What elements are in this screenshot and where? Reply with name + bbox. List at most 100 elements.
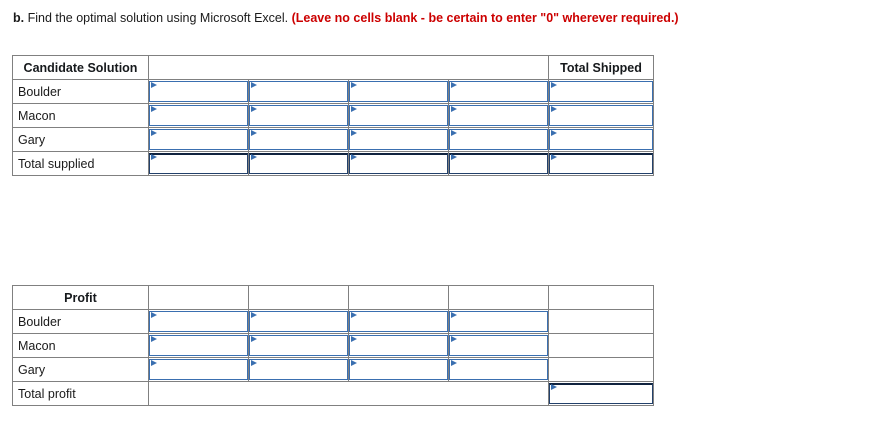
cell-profit-gary-3[interactable] [348,357,449,382]
input-boulder-2[interactable] [249,81,348,102]
input-wrap [349,129,448,150]
input-wrap [449,81,548,102]
input-profit-boulder-1[interactable] [149,311,248,332]
question-note: (Leave no cells blank - be certain to en… [291,11,679,25]
cell-profit-gary-2[interactable] [248,357,349,382]
cell-profit-boulder-3[interactable] [348,309,449,334]
input-profit-boulder-3[interactable] [349,311,448,332]
input-profit-gary-2[interactable] [249,359,348,380]
input-wrap [549,81,653,102]
input-boulder-total-shipped[interactable] [549,81,653,102]
cell-total-supplied-2[interactable] [248,151,349,176]
cell-macon-4[interactable] [448,103,549,128]
cell-profit-gary-blank [548,357,654,382]
input-wrap [549,105,653,126]
table-total-row: Total supplied [12,151,654,176]
input-profit-macon-4[interactable] [449,335,548,356]
cell-gary-4[interactable] [448,127,549,152]
header-profit: Profit [12,285,149,310]
cell-total-supplied-total-shipped[interactable] [548,151,654,176]
input-wrap [549,383,653,404]
input-boulder-4[interactable] [449,81,548,102]
input-total-supplied-2[interactable] [249,153,348,174]
cell-profit-macon-1[interactable] [148,333,249,358]
input-wrap [449,335,548,356]
input-wrap [449,153,548,174]
cell-macon-2[interactable] [248,103,349,128]
question-prompt: b. Find the optimal solution using Micro… [13,10,679,26]
input-wrap [449,311,548,332]
input-profit-gary-4[interactable] [449,359,548,380]
table-header-row: Profit [12,285,654,310]
cell-boulder-1[interactable] [148,79,249,104]
header-blank-1 [148,285,249,310]
cell-boulder-4[interactable] [448,79,549,104]
cell-total-supplied-4[interactable] [448,151,549,176]
input-profit-gary-1[interactable] [149,359,248,380]
input-wrap [249,311,348,332]
input-macon-total-shipped[interactable] [549,105,653,126]
cell-profit-boulder-blank [548,309,654,334]
cell-profit-macon-2[interactable] [248,333,349,358]
input-gary-4[interactable] [449,129,548,150]
cell-gary-total-shipped[interactable] [548,127,654,152]
input-boulder-1[interactable] [149,81,248,102]
input-gary-total-shipped[interactable] [549,129,653,150]
input-total-supplied-4[interactable] [449,153,548,174]
cell-macon-total-shipped[interactable] [548,103,654,128]
cell-profit-gary-4[interactable] [448,357,549,382]
cell-total-supplied-3[interactable] [348,151,449,176]
input-wrap [149,359,248,380]
input-profit-gary-3[interactable] [349,359,448,380]
cell-boulder-3[interactable] [348,79,449,104]
header-blank-3 [348,285,449,310]
input-macon-4[interactable] [449,105,548,126]
cell-gary-3[interactable] [348,127,449,152]
cell-profit-boulder-1[interactable] [148,309,249,334]
input-boulder-3[interactable] [349,81,448,102]
input-macon-2[interactable] [249,105,348,126]
cell-profit-boulder-2[interactable] [248,309,349,334]
input-total-supplied-1[interactable] [149,153,248,174]
cell-total-profit-value[interactable] [548,381,654,406]
input-wrap [249,335,348,356]
input-wrap [449,129,548,150]
input-gary-3[interactable] [349,129,448,150]
cell-boulder-2[interactable] [248,79,349,104]
table-row: Boulder [12,309,654,334]
cell-macon-3[interactable] [348,103,449,128]
question-letter: b. [13,11,25,25]
table-total-row: Total profit [12,381,654,406]
input-gary-2[interactable] [249,129,348,150]
input-wrap [549,153,653,174]
input-macon-1[interactable] [149,105,248,126]
header-blank-4 [448,285,549,310]
cell-macon-1[interactable] [148,103,249,128]
cell-profit-macon-4[interactable] [448,333,549,358]
input-profit-macon-2[interactable] [249,335,348,356]
input-total-supplied-total-shipped[interactable] [549,153,653,174]
header-blank-5 [548,285,654,310]
input-total-profit[interactable] [549,383,653,404]
cell-total-supplied-1[interactable] [148,151,249,176]
cell-profit-gary-1[interactable] [148,357,249,382]
cell-gary-1[interactable] [148,127,249,152]
input-profit-boulder-2[interactable] [249,311,348,332]
input-gary-1[interactable] [149,129,248,150]
row-label-gary: Gary [12,127,149,152]
input-profit-boulder-4[interactable] [449,311,548,332]
cell-boulder-total-shipped[interactable] [548,79,654,104]
cell-gary-2[interactable] [248,127,349,152]
row-label-total-profit: Total profit [12,381,149,406]
input-macon-3[interactable] [349,105,448,126]
input-wrap [249,129,348,150]
input-wrap [349,359,448,380]
input-profit-macon-3[interactable] [349,335,448,356]
input-wrap [549,129,653,150]
input-wrap [349,105,448,126]
cell-profit-boulder-4[interactable] [448,309,549,334]
table-header-row: Candidate Solution Total Shipped [12,55,654,80]
cell-profit-macon-3[interactable] [348,333,449,358]
input-profit-macon-1[interactable] [149,335,248,356]
input-total-supplied-3[interactable] [349,153,448,174]
